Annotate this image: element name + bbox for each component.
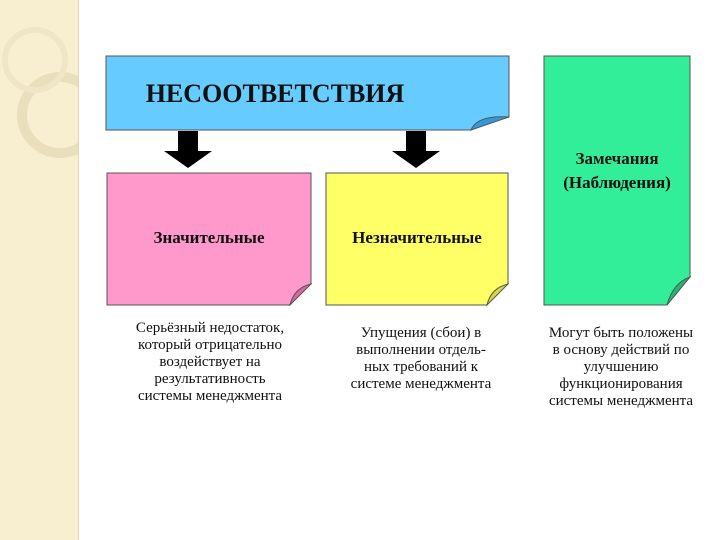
left-decor-strip <box>0 0 79 540</box>
decor-circles-icon <box>0 0 78 540</box>
box-minor: Незначительные <box>325 172 509 306</box>
box-label: Замечания (Наблюдения) <box>543 147 691 195</box>
box-label: Незначительные <box>325 228 509 248</box>
arrow-down-icon <box>390 131 442 169</box>
caption-minor: Упущения (сбои) в выполнении отдель- ных… <box>326 325 516 393</box>
arrow-down-icon <box>162 131 214 169</box>
box-significant: Значительные <box>106 172 312 306</box>
header-title: НЕСООТВЕТСТВИЯ <box>105 79 445 109</box>
caption-significant: Серьёзный недостаток, который отрицатель… <box>110 320 310 405</box>
box-label: Значительные <box>106 228 312 248</box>
box-observations: Замечания (Наблюдения) <box>543 55 691 306</box>
header-banner: НЕСООТВЕТСТВИЯ <box>105 55 510 131</box>
caption-observations: Могут быть положены в основу действий по… <box>528 325 714 410</box>
